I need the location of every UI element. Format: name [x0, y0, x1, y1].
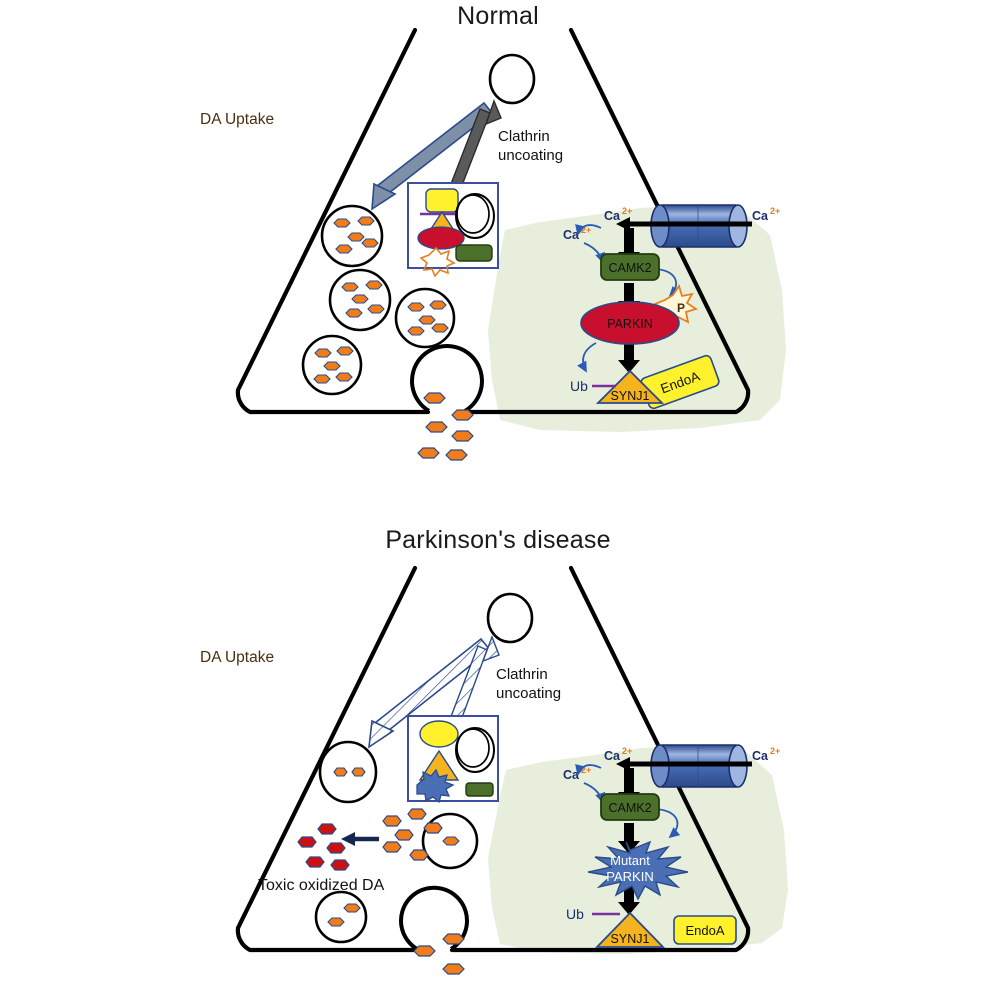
svg-text:2+: 2+ — [622, 206, 632, 216]
camk2-node: CAMK2 — [600, 253, 660, 281]
clathrin-label-line2: uncoating — [496, 685, 561, 702]
free-vesicle — [488, 53, 536, 105]
inset-endoa-rect — [425, 188, 459, 213]
inset-mutant-parkin-burst — [416, 768, 455, 804]
svg-text:PARKIN: PARKIN — [607, 317, 653, 331]
terminal-membrane — [235, 27, 431, 415]
toxic-da-label: Toxic oxidized DA — [258, 877, 385, 894]
inset-vesicle-ring — [455, 193, 495, 239]
endoa-node: EndoA — [673, 915, 737, 945]
clathrin-label-line1: Clathrin — [498, 128, 550, 145]
legend-inset-box — [407, 182, 499, 278]
ub-label: Ub — [566, 906, 584, 922]
ca-curve-arrow-1 — [575, 763, 602, 776]
calcium-flux-arrowhead — [616, 217, 630, 231]
vesicle — [421, 812, 479, 870]
clathrin-label-line1: Clathrin — [496, 666, 548, 683]
vesicle-group — [301, 204, 456, 396]
panel-pd-title: Parkinson's disease — [385, 526, 611, 554]
fusing-vesicle — [410, 344, 484, 413]
da-uptake-arrow — [371, 101, 494, 211]
synj1-node: SYNJ1 — [595, 369, 665, 404]
terminal-membrane — [235, 565, 420, 953]
camk2-node: CAMK2 — [600, 793, 660, 821]
svg-text:SYNJ1: SYNJ1 — [611, 932, 650, 946]
clathrin-label-line2: uncoating — [498, 147, 563, 164]
terminal-membrane-right — [463, 27, 751, 415]
clathrin-uncoating-arrow — [448, 99, 502, 194]
ub-label: Ub — [570, 378, 588, 394]
vesicle — [320, 204, 384, 268]
svg-text:Ca: Ca — [604, 209, 621, 223]
ca-label-intracellular: Ca 2+ — [604, 746, 632, 763]
ca-label-extracellular: Ca 2+ — [752, 746, 780, 763]
inset-vesicle-ring — [455, 727, 495, 773]
parkin-ub-curve-arrow — [577, 342, 597, 373]
vesicle — [314, 890, 368, 944]
ca-curve-arrow-1 — [575, 223, 602, 236]
camk2-signal-curve-arrow — [654, 808, 681, 839]
svg-text:CAMK2: CAMK2 — [608, 801, 651, 815]
da-uptake-label: DA Uptake — [200, 649, 274, 666]
vesicle-group — [314, 740, 479, 944]
svg-text:2+: 2+ — [581, 765, 591, 775]
panel-pd: Parkinson's disease — [0, 498, 996, 996]
vesicle — [318, 740, 378, 804]
vesicle — [394, 287, 456, 349]
vesicle — [301, 334, 363, 396]
ca-label-extracellular: Ca 2+ — [752, 206, 780, 223]
inset-camk2-rect-small — [465, 782, 494, 797]
svg-text:EndoA: EndoA — [685, 923, 724, 938]
svg-text:SYNJ1: SYNJ1 — [611, 389, 650, 403]
inset-endoa-oval — [419, 720, 459, 748]
legend-inset-box — [407, 715, 499, 804]
synj1-node: SYNJ1 — [594, 911, 666, 948]
svg-text:Ca: Ca — [563, 768, 580, 782]
svg-text:Ca: Ca — [752, 749, 769, 763]
svg-text:CAMK2: CAMK2 — [608, 261, 651, 275]
panel-normal-title: Normal — [457, 2, 539, 30]
svg-text:2+: 2+ — [770, 746, 780, 756]
svg-text:PARKIN: PARKIN — [606, 869, 653, 884]
da-uptake-label: DA Uptake — [200, 111, 274, 128]
svg-text:Ca: Ca — [563, 228, 580, 242]
panel-normal-graphics: DA Uptake Clathrin uncoating — [200, 27, 786, 461]
free-vesicle — [486, 592, 534, 644]
svg-text:2+: 2+ — [622, 746, 632, 756]
svg-text:Mutant: Mutant — [610, 853, 650, 868]
panel-normal: Normal — [200, 2, 786, 461]
calcium-flux-arrowhead — [616, 757, 630, 771]
svg-text:Ca: Ca — [604, 749, 621, 763]
inset-phospho-star — [419, 246, 456, 278]
released-cargo-group — [413, 933, 465, 975]
inset-camk2-rect — [455, 244, 493, 262]
svg-text:P: P — [677, 301, 685, 315]
cytosolic-da-cluster — [382, 808, 443, 861]
terminal-membrane-right — [449, 565, 751, 953]
ca-label-intracellular: Ca 2+ — [604, 206, 632, 223]
oxidation-arrow — [341, 832, 379, 846]
inset-parkin-oval — [417, 226, 465, 250]
vesicle — [328, 268, 392, 332]
svg-text:2+: 2+ — [770, 206, 780, 216]
mutant-parkin-node: Mutant PARKIN — [587, 840, 689, 901]
svg-text:Ca: Ca — [752, 209, 769, 223]
da-uptake-arrow — [368, 637, 492, 749]
parkin-node: PARKIN — [580, 301, 680, 345]
released-cargo-group — [417, 392, 474, 461]
toxic-da-cluster — [297, 823, 350, 871]
svg-text:2+: 2+ — [581, 225, 591, 235]
panel-pd-graphics: DA Uptake Clathrin uncoating — [200, 565, 788, 975]
